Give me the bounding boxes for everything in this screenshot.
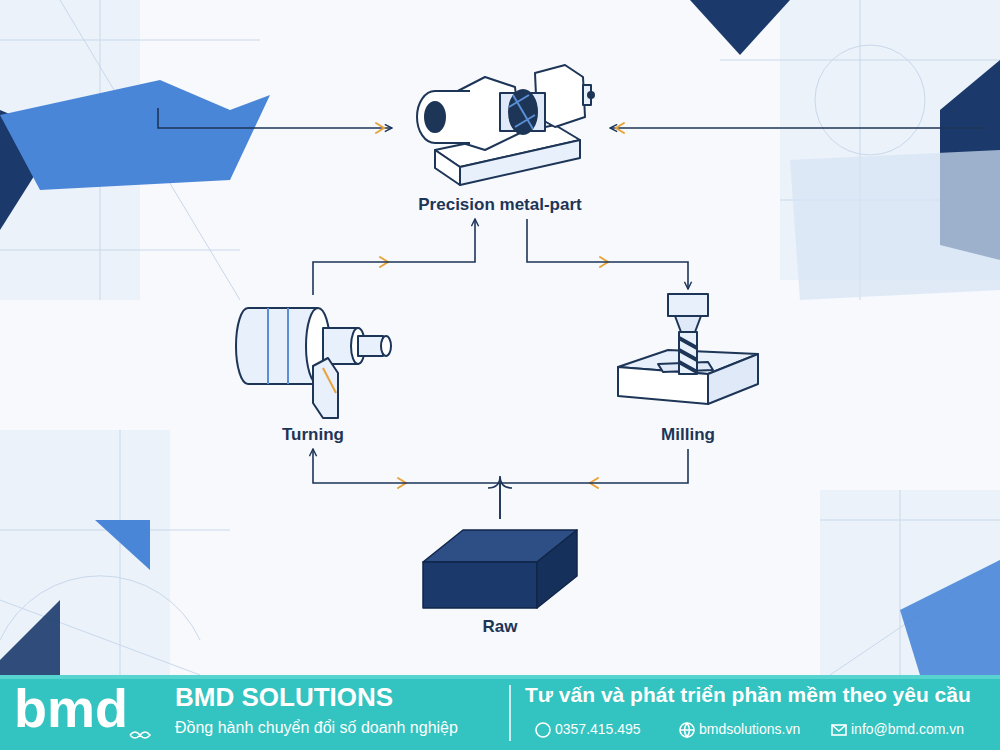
node-label: Turning — [282, 424, 344, 446]
flow-connector — [313, 449, 500, 519]
process-node: Milling — [613, 292, 763, 446]
flow-connector — [500, 449, 688, 519]
node-label: Raw — [483, 616, 518, 638]
part-node: Precision metal-part — [405, 55, 595, 216]
email: info@bmd.com.vn — [851, 721, 964, 737]
node-illustration — [613, 292, 763, 420]
website: bmdsolutions.vn — [699, 721, 800, 737]
brand-logo: bmd — [14, 677, 128, 739]
node-illustration — [228, 298, 398, 420]
phone-number: 0357.415.495 — [555, 721, 641, 737]
node-label: Precision metal-part — [418, 194, 581, 216]
footer-band: bmd BMD SOLUTIONS Đồng hành chuyển đổi số … — [0, 675, 1000, 750]
service-tagline: Tư vấn và phát triển phần mềm theo yêu c… — [525, 683, 971, 707]
flow-connector — [527, 219, 688, 289]
node-illustration — [415, 522, 585, 612]
node-illustration — [405, 55, 595, 190]
node-label: Milling — [661, 424, 715, 446]
material-node: Raw — [415, 522, 585, 638]
company-name: BMD SOLUTIONS — [175, 683, 393, 713]
company-slogan: Đồng hành chuyển đổi số doanh nghiệp — [175, 719, 458, 737]
process-node: Turning — [228, 298, 398, 446]
flow-connector — [313, 219, 475, 295]
